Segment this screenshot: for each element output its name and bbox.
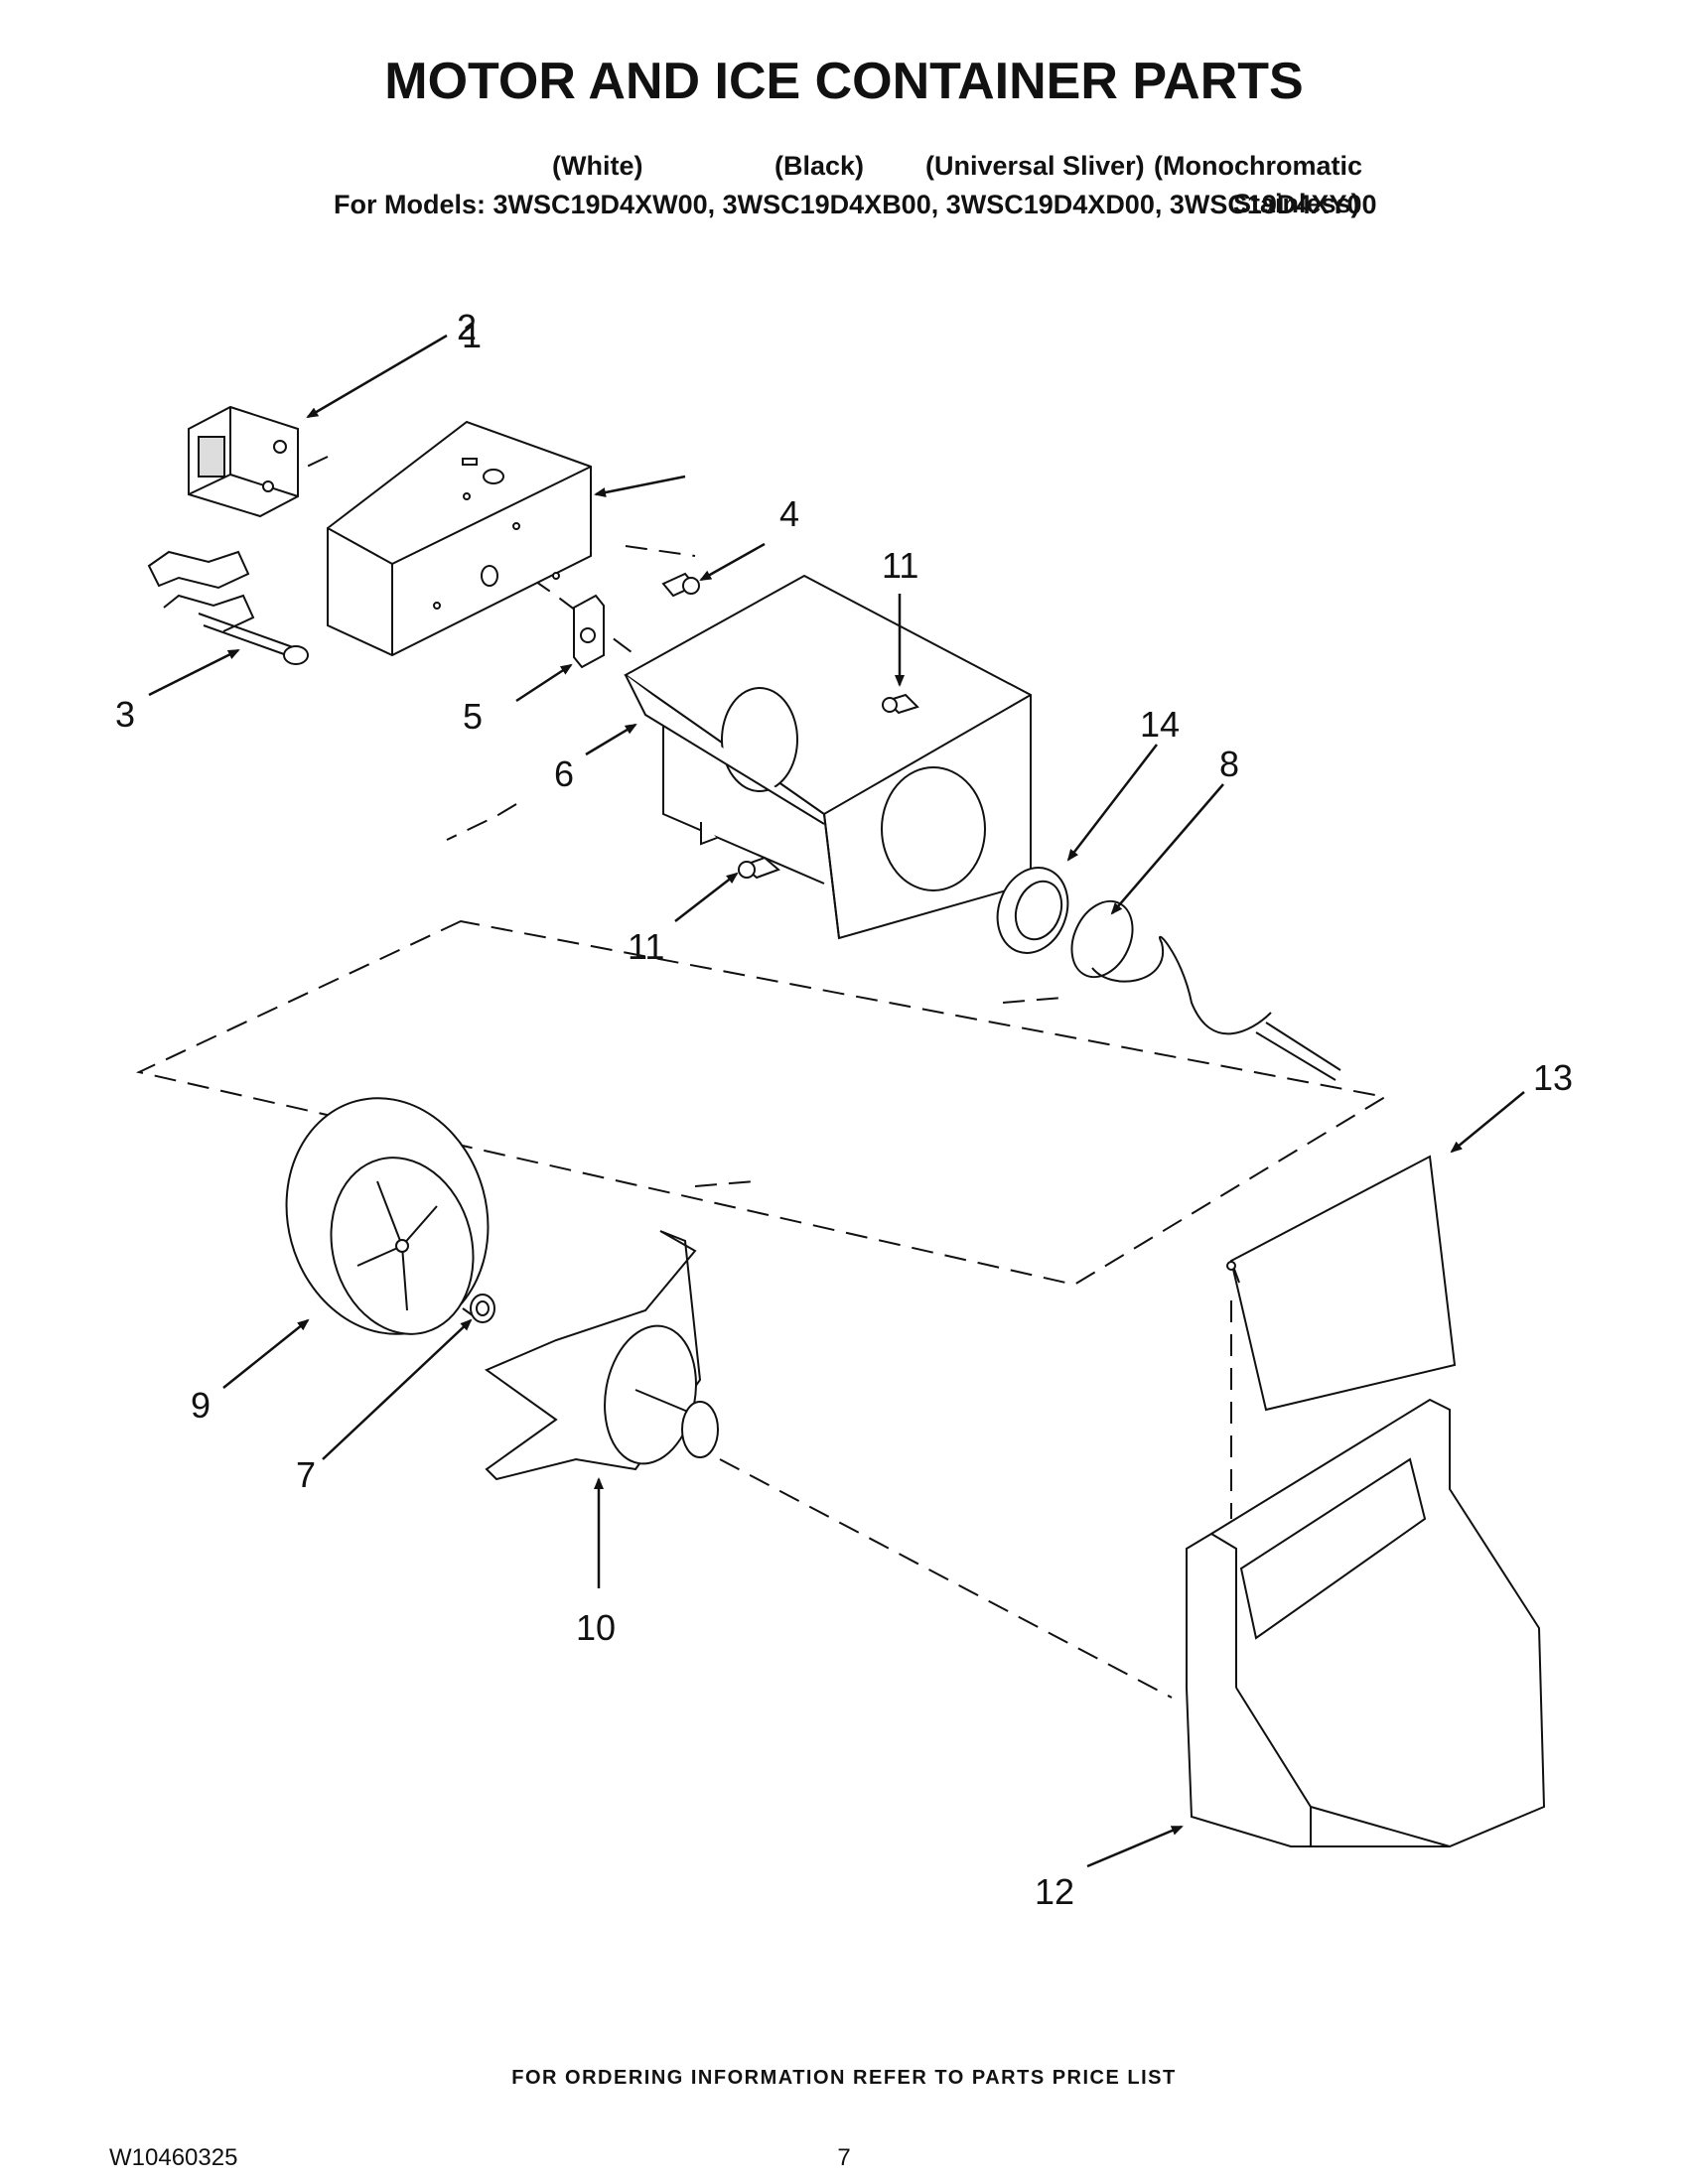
auger-assembly-part	[484, 1230, 719, 1481]
callout-12: 12	[1035, 1871, 1074, 1912]
callout-6: 6	[554, 753, 574, 794]
page-number: 7	[837, 2144, 851, 2171]
model-number: 3WSC19D4XY00	[1169, 190, 1377, 219]
leader-arrows	[148, 334, 1525, 1868]
callout-1: 1	[462, 315, 482, 355]
ice-container-housing-part	[624, 574, 1032, 940]
callout-labels: 1 1 2 3 4 5 6 7 8 9 10 11 11 12 13 14	[115, 307, 1573, 1912]
bracket-part	[573, 594, 605, 669]
callout-5: 5	[463, 696, 483, 737]
callout-8: 8	[1219, 744, 1239, 784]
callout-13: 13	[1533, 1057, 1573, 1098]
callout-3: 3	[115, 694, 135, 735]
callout-9: 9	[191, 1385, 211, 1426]
model-color: (White)	[552, 151, 643, 181]
model-color: Stainless)	[1233, 189, 1360, 218]
callout-4: 4	[779, 493, 799, 534]
model-number: 3WSC19D4XD00,	[945, 190, 1163, 219]
callout-2: 2	[457, 307, 477, 347]
page-title: MOTOR AND ICE CONTAINER PARTS	[384, 53, 1304, 110]
model-number: 3WSC19D4XW00,	[492, 190, 716, 219]
wire-harness-part	[147, 550, 309, 665]
screw-part	[661, 572, 700, 598]
bearing-part	[996, 867, 1069, 954]
heater-wire-part	[1070, 899, 1341, 1081]
assembly-guide-lines	[135, 456, 1388, 1699]
ice-crusher-wheel-part	[285, 1097, 490, 1335]
model-list: For Models: 3WSC19D4XW00, 3WSC19D4XB00, …	[334, 115, 1376, 258]
screw-part	[738, 693, 919, 880]
callout-11: 11	[882, 545, 918, 586]
model-number: 3WSC19D4XB00,	[722, 190, 939, 219]
callout-11: 11	[628, 926, 664, 967]
nut-part	[470, 1294, 495, 1323]
document-number: W10460325	[109, 2144, 238, 2171]
model-color: (Universal Sliver)	[925, 151, 1145, 181]
callout-10: 10	[576, 1607, 616, 1648]
models-prefix: For Models:	[334, 190, 486, 219]
callout-14: 14	[1140, 704, 1180, 745]
ordering-note: FOR ORDERING INFORMATION REFER TO PARTS …	[511, 2067, 1177, 2089]
callout-7: 7	[296, 1454, 316, 1495]
dispenser-door-part	[1226, 1155, 1457, 1412]
timer-motor-part	[188, 405, 299, 518]
ice-bucket-part	[1186, 1398, 1546, 1847]
model-color: (Black)	[774, 151, 865, 181]
motor-housing-part	[327, 420, 592, 657]
model-color: (Monochromatic	[1154, 151, 1363, 181]
